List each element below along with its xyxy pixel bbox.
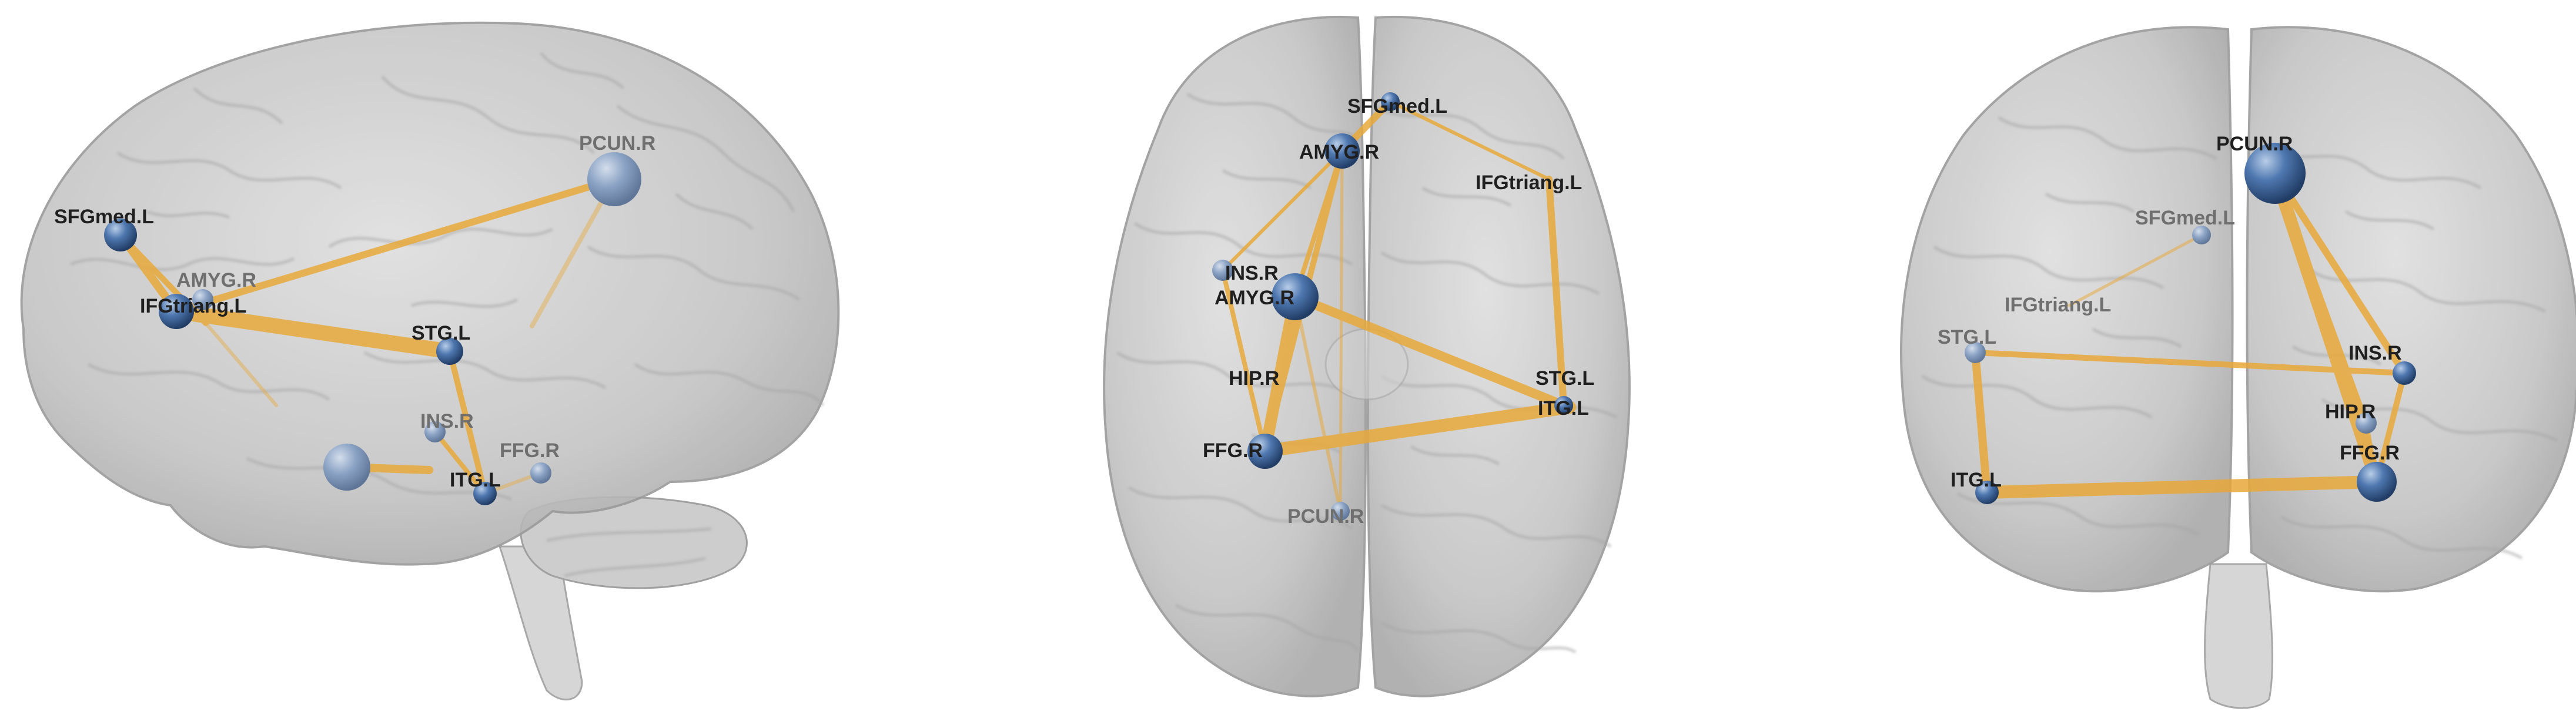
node (159, 294, 194, 329)
coronal-nodes (1965, 143, 2416, 504)
node (2393, 361, 2416, 385)
edge (204, 321, 278, 407)
axial-brain-outline (1103, 16, 1631, 697)
node-label: STG.L (1535, 367, 1594, 390)
sagittal-nodes (104, 152, 641, 505)
node (2356, 412, 2377, 434)
edge (1389, 100, 1551, 181)
node (1331, 502, 1350, 521)
node (1554, 396, 1573, 415)
node-label: SFGmed.L (1347, 95, 1447, 118)
node (1212, 260, 1233, 281)
axial-labels: SFGmed.L AMYG.R IFGtriang.L INS.R AMYG.R… (1203, 95, 1594, 528)
edge (1545, 176, 1567, 409)
node (587, 152, 641, 206)
node (2192, 226, 2211, 244)
node (530, 462, 551, 484)
node-label: FFG.R (2340, 442, 2400, 464)
node-label: AMYG.R (176, 269, 256, 291)
edge (1293, 295, 1342, 513)
node-label: INS.R (2348, 342, 2402, 364)
node-label: INS.R (420, 410, 474, 432)
node-label: HIP.R (1229, 367, 1279, 390)
edge (1221, 149, 1344, 272)
edge (1293, 149, 1344, 299)
node (1247, 434, 1283, 469)
node-label: IFGtriang.L (2005, 294, 2111, 316)
node-label: IFGtriang.L (1476, 172, 1582, 194)
node-label: INS.R (1225, 262, 1279, 284)
edge (1971, 348, 1991, 496)
node-label: PCUN.R (1287, 505, 1364, 528)
node-label: ITG.L (1538, 397, 1589, 420)
node-label: FFG.R (1203, 439, 1263, 462)
edge (1220, 268, 1267, 454)
node-label: HIP.R (2325, 401, 2376, 423)
sagittal-brain-outline (20, 21, 840, 700)
node-label: ITG.L (1951, 469, 2002, 491)
sagittal-labels: SFGmed.L IFGtriang.L STG.L ITG.L FFG.R I… (54, 132, 655, 491)
edge (447, 348, 488, 496)
node-label: SFGmed.L (2135, 207, 2235, 229)
axial-view: SFGmed.L AMYG.R IFGtriang.L INS.R AMYG.R… (1103, 16, 1631, 697)
node (104, 219, 137, 251)
node-label: SFGmed.L (54, 206, 154, 228)
node (1975, 481, 1999, 504)
edge (1259, 401, 1576, 458)
node-label: FFG.R (500, 439, 560, 462)
edge (1259, 291, 1301, 457)
coronal-view: PCUN.R SFGmed.L IFGtriang.L STG.L INS.R … (1900, 26, 2576, 709)
edge (1972, 350, 2407, 376)
node-label: AMYG.R (1215, 287, 1294, 309)
node (473, 482, 497, 505)
node-label: STG.L (1938, 326, 1996, 348)
node (1324, 133, 1360, 169)
edge (2272, 170, 2369, 426)
edge (530, 177, 617, 328)
coronal-labels: PCUN.R SFGmed.L IFGtriang.L STG.L INS.R … (1938, 133, 2402, 491)
node (424, 421, 446, 442)
edge (169, 304, 457, 359)
node (1965, 342, 1986, 363)
node-label: PCUN.R (579, 132, 655, 155)
edge (2068, 233, 2203, 307)
edge (2271, 170, 2408, 377)
node-label: STG.L (412, 322, 470, 344)
edge (433, 430, 487, 496)
node (192, 289, 213, 310)
node-label: ITG.L (450, 469, 501, 491)
node (1272, 273, 1319, 320)
node (1381, 92, 1400, 111)
edge (1290, 292, 1568, 410)
node (2357, 462, 2397, 502)
axial-nodes (1212, 92, 1573, 521)
node (436, 338, 463, 365)
edge (173, 176, 618, 315)
edge (1980, 475, 2383, 499)
axial-connections (1220, 98, 1576, 513)
edge (1339, 149, 1344, 513)
node-label: IFGtriang.L (140, 295, 246, 317)
node (323, 444, 370, 491)
sagittal-view: SFGmed.L IFGtriang.L STG.L ITG.L FFG.R I… (20, 21, 840, 700)
node (2244, 143, 2306, 204)
node-label: AMYG.R (1299, 141, 1379, 163)
sagittal-connections (116, 176, 618, 496)
node-label: PCUN.R (2216, 133, 2293, 155)
